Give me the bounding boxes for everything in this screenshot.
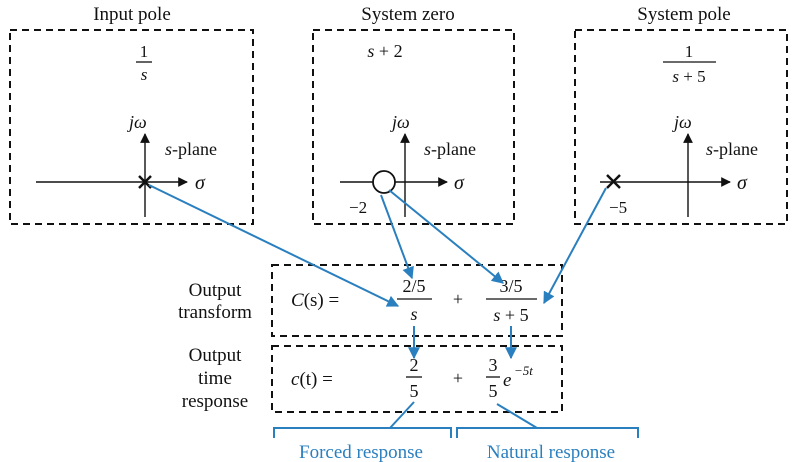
zero-to-term1-arrow: [380, 194, 414, 280]
output-transform-lhs: C(s) =: [291, 290, 339, 311]
output-time-term2-den: 5: [489, 381, 498, 401]
system-zero-tick-label: −2: [349, 198, 367, 217]
output-time-term1-num: 2: [410, 355, 419, 375]
system-pole-jw-label: jω: [672, 112, 692, 132]
forced-response-label: Forced response: [299, 442, 423, 462]
system-pole-sigma-label: σ: [737, 172, 748, 194]
system-pole-tick-label: −5: [609, 198, 627, 217]
input-pole-jw-label: jω: [127, 112, 147, 132]
system-pole-to-term2-arrow: [543, 187, 607, 305]
system-pole-panel: 1 s + 5 jω s-plane σ −5: [574, 29, 788, 225]
output-transform-label-line1: Output: [189, 280, 243, 301]
time2-to-natural-pointer: [496, 403, 538, 429]
system-pole-fraction-den: s + 5: [672, 67, 705, 86]
response-brackets: [273, 427, 639, 438]
system-zero-sigma-label: σ: [454, 172, 465, 194]
output-transform-term1-num: 2/5: [402, 276, 425, 296]
output-time-exp-power: −5t: [514, 363, 533, 378]
output-transform-box: C(s) = 2/5 s + 3/5 s + 5: [271, 264, 563, 337]
output-time-label-line2: time: [198, 368, 232, 389]
system-zero-title: System zero: [361, 4, 454, 25]
output-time-term1-den: 5: [410, 381, 419, 401]
input-pole-title: Input pole: [93, 4, 171, 25]
system-zero-marker: [372, 170, 396, 194]
input-pole-fraction-den: s: [141, 65, 148, 84]
system-pole-fraction-num: 1: [685, 42, 694, 61]
system-zero-panel: s + 2 jω s-plane σ −2: [312, 29, 515, 225]
system-pole-marker: [606, 174, 621, 189]
output-time-label-line3: response: [182, 391, 248, 412]
output-transform-label-line2: transform: [178, 302, 252, 323]
natural-response-label: Natural response: [487, 442, 615, 462]
natural-response-bracket: [456, 427, 639, 438]
output-time-label-line1: Output: [189, 345, 243, 366]
input-pole-splane-label: s-plane: [165, 139, 217, 159]
system-zero-expression: s + 2: [367, 41, 402, 61]
forced-response-bracket: [273, 427, 452, 438]
system-zero-jw-label: jω: [390, 112, 410, 132]
output-time-box: c(t) = 2 5 + 3 5 e −5t: [271, 345, 563, 413]
output-time-lhs: c(t) =: [291, 369, 333, 390]
input-pole-fraction-num: 1: [140, 42, 149, 61]
system-zero-splane-label: s-plane: [424, 139, 476, 159]
system-pole-title: System pole: [637, 4, 730, 25]
zero-to-term2-arrow: [388, 189, 504, 284]
output-transform-term2-den: s + 5: [493, 305, 528, 325]
input-pole-to-term1-arrow: [148, 184, 400, 307]
output-time-plus: +: [453, 368, 463, 388]
system-pole-splane-label: s-plane: [706, 139, 758, 159]
mapping-arrows: [148, 184, 607, 429]
time1-to-forced-pointer: [389, 401, 415, 429]
output-transform-plus: +: [453, 289, 463, 309]
input-pole-sigma-label: σ: [195, 172, 206, 194]
output-transform-term1-den: s: [410, 304, 417, 324]
output-time-term2-num: 3: [489, 355, 498, 375]
output-time-exp-base: e: [503, 370, 511, 391]
input-pole-panel: 1 s jω s-plane σ: [9, 29, 254, 225]
output-transform-term2-num: 3/5: [499, 276, 522, 296]
